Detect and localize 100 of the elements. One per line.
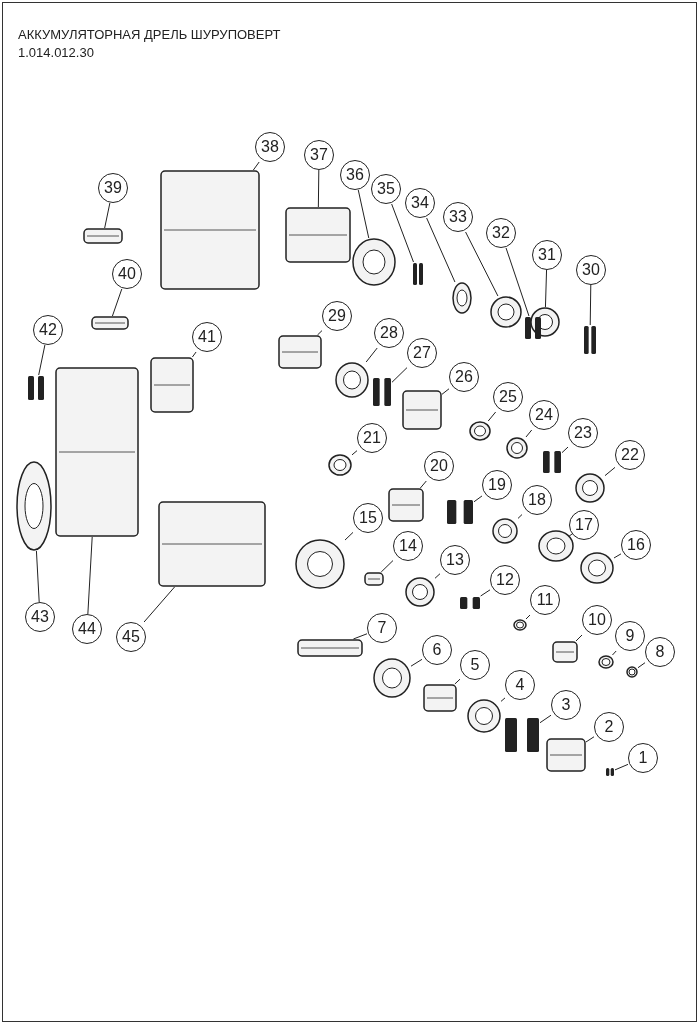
part-drawing [467, 699, 501, 733]
callout-number: 2 [594, 712, 624, 742]
callout-number: 40 [112, 259, 142, 289]
leader-line [487, 411, 497, 422]
callout-number: 7 [367, 613, 397, 643]
part-drawing [626, 666, 638, 678]
leader-line [517, 514, 523, 519]
leader-line [613, 553, 622, 559]
callout-number: 33 [443, 202, 473, 232]
part-drawing [546, 738, 586, 772]
part-drawing [412, 262, 424, 286]
part-drawing [91, 316, 129, 330]
leader-line [473, 495, 483, 503]
part-drawing [372, 377, 392, 407]
leader-line [480, 589, 491, 597]
part-drawing [364, 572, 384, 586]
part-drawing [598, 655, 614, 669]
callout-number: 9 [615, 621, 645, 651]
leader-line [611, 650, 617, 656]
callout-number: 19 [482, 470, 512, 500]
callout-number: 6 [422, 635, 452, 665]
part-drawing [285, 207, 351, 263]
callout-number: 43 [25, 602, 55, 632]
leader-line [252, 161, 260, 171]
part-drawing [16, 461, 52, 551]
leader-line [500, 697, 506, 702]
callout-number: 23 [568, 418, 598, 448]
leader-line [391, 203, 414, 263]
leader-line [391, 367, 408, 383]
part-drawing [583, 325, 597, 355]
part-drawing [605, 767, 615, 777]
leader-line [351, 450, 358, 456]
part-drawing [490, 296, 522, 328]
callout-number: 35 [371, 174, 401, 204]
leader-line [426, 217, 456, 283]
title: АККУМУЛЯТОРНАЯ ДРЕЛЬ ШУРУПОВЕРТ [18, 26, 281, 44]
leader-line [143, 586, 176, 623]
part-drawing [158, 501, 266, 587]
article-number: 1.014.012.30 [18, 44, 95, 62]
leader-line [191, 351, 197, 358]
callout-number: 25 [493, 382, 523, 412]
leader-line [365, 347, 378, 363]
leader-line [38, 344, 46, 376]
leader-line [637, 662, 646, 669]
leader-line [561, 446, 569, 454]
part-drawing [160, 170, 260, 290]
callout-number: 4 [505, 670, 535, 700]
part-drawing [83, 228, 123, 244]
part-drawing [538, 530, 574, 562]
callout-number: 15 [353, 503, 383, 533]
part-drawing [575, 473, 605, 503]
part-drawing [469, 421, 491, 441]
part-drawing [524, 316, 542, 340]
callout-number: 18 [522, 485, 552, 515]
callout-number: 28 [374, 318, 404, 348]
part-drawing [423, 684, 457, 712]
part-drawing [552, 641, 578, 663]
callout-number: 38 [255, 132, 285, 162]
part-drawing [373, 658, 411, 698]
callout-number: 14 [393, 531, 423, 561]
part-drawing [328, 454, 352, 476]
leader-line [344, 531, 354, 541]
callout-number: 5 [460, 650, 490, 680]
callout-number: 44 [72, 614, 102, 644]
callout-number: 24 [529, 400, 559, 430]
callout-number: 11 [530, 585, 560, 615]
callout-number: 42 [33, 315, 63, 345]
callout-number: 34 [405, 188, 435, 218]
callout-number: 36 [340, 160, 370, 190]
leader-line [604, 466, 616, 477]
part-drawing [446, 499, 474, 525]
leader-line [575, 634, 583, 642]
part-drawing [542, 450, 562, 474]
leader-line [419, 480, 427, 489]
leader-line [410, 658, 423, 667]
leader-line [35, 550, 40, 603]
callout-number: 12 [490, 565, 520, 595]
part-drawing [27, 375, 45, 401]
callout-number: 37 [304, 140, 334, 170]
leader-line [434, 573, 441, 579]
callout-number: 32 [486, 218, 516, 248]
part-drawing [452, 282, 472, 314]
part-drawing [150, 357, 194, 413]
part-drawing [513, 619, 527, 631]
part-drawing [506, 437, 528, 459]
leader-line [614, 763, 629, 771]
leader-line [317, 169, 320, 208]
leader-line [441, 388, 450, 395]
part-drawing [295, 539, 345, 589]
leader-line [585, 736, 595, 743]
leader-line [352, 633, 368, 640]
leader-line [380, 560, 394, 573]
callout-number: 1 [628, 743, 658, 773]
callout-number: 3 [551, 690, 581, 720]
callout-number: 45 [116, 622, 146, 652]
leader-line [87, 536, 93, 615]
part-drawing [278, 335, 322, 369]
callout-number: 10 [582, 605, 612, 635]
callout-number: 22 [615, 440, 645, 470]
leader-line [454, 678, 461, 685]
